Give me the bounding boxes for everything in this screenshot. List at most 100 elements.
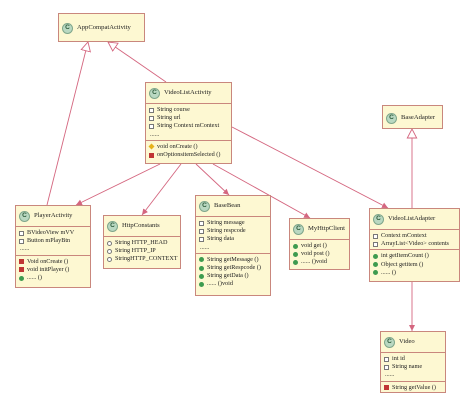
class-header: C BaseBean [196, 196, 270, 216]
private-method-icon [384, 385, 389, 391]
class-member: String name [384, 363, 442, 371]
field-icon [384, 356, 389, 362]
class-member: int id [384, 355, 442, 363]
class-compartment-methods: Void onCreate ()void initPlayer ()......… [16, 254, 90, 284]
class-header: C BaseAdapter [383, 106, 442, 130]
class-header: C MyHttpClient [290, 219, 349, 239]
member-text: String message [207, 218, 245, 226]
inheritance-edge-playeractivity-to-appcompat [46, 41, 91, 206]
class-icon: C [373, 213, 384, 225]
class-name: Video [399, 337, 415, 345]
class-member: BVideoView mVV [19, 229, 87, 237]
class-appcompatactivity[interactable]: C AppCompatActivity [58, 13, 145, 42]
class-member: ...... () [373, 269, 456, 277]
class-compartment: void get ()void post ()...... ()void [290, 239, 349, 268]
class-header: C Video [381, 332, 445, 352]
class-name: BaseAdapter [401, 113, 436, 121]
member-text: ...... [385, 371, 395, 379]
class-member: ...... [19, 245, 87, 253]
class-member: ...... [149, 131, 228, 139]
class-myhttpclient[interactable]: C MyHttpClient void get ()void post ()....… [289, 218, 350, 270]
class-icon: C [293, 223, 304, 235]
class-compartment-methods: String getMessage ()String getRespcode (… [196, 252, 270, 290]
association-edge-videolistactivity-to-myhttpclient [212, 163, 311, 219]
class-member: ...... ()void [293, 258, 346, 266]
member-text: String url [157, 114, 181, 122]
class-icon: C [386, 112, 397, 124]
member-text: Context mContext [381, 231, 427, 239]
class-compartment-methods: String getValue () [381, 380, 445, 393]
class-member: void initPlayer () [19, 266, 87, 274]
class-icon: C [19, 210, 30, 222]
member-text: String HTTP_IP [115, 247, 156, 255]
member-text: String getRespcode () [207, 263, 261, 271]
member-text: ...... () [27, 273, 42, 281]
field-icon [199, 228, 204, 234]
member-text: String HTTP_HEAD [115, 238, 168, 246]
member-text: StringHTTP_CONTEXT [115, 255, 178, 263]
public-method-icon [373, 262, 378, 268]
public-method-icon [199, 265, 204, 271]
member-text: ...... ()void [207, 280, 233, 288]
class-member: void post () [293, 250, 346, 258]
public-method-icon [293, 251, 298, 257]
class-baseadapter[interactable]: C BaseAdapter [382, 105, 443, 129]
member-text: Void onCreate () [27, 257, 69, 265]
class-name: BaseBean [214, 201, 241, 209]
member-text: String name [392, 363, 423, 371]
public-method-icon [199, 281, 204, 287]
class-header: C AppCompatActivity [59, 14, 144, 43]
member-text: ArrayList<Video> contents [381, 240, 449, 248]
member-text: Button mPlayBtn [27, 237, 71, 245]
protected-method-icon [148, 143, 155, 150]
class-member: String data [199, 235, 267, 243]
member-text: ...... [200, 243, 210, 251]
class-member: Void onCreate () [19, 258, 87, 266]
class-name: MyHttpClient [308, 224, 345, 232]
private-method-icon [19, 259, 24, 265]
class-name: VideoListActivity [164, 88, 212, 96]
class-member: String respcode [199, 227, 267, 235]
class-icon: C [62, 23, 73, 34]
member-text: String getData () [207, 272, 249, 280]
package-field-icon [107, 256, 112, 262]
class-member: String HTTP_HEAD [107, 239, 177, 247]
class-member: onOptionsitemSelected () [149, 151, 228, 159]
class-member: String course [149, 106, 228, 114]
class-member: String HTTP_IP [107, 247, 177, 255]
class-member: Object getitem () [373, 261, 456, 269]
field-icon [19, 230, 24, 236]
class-icon: C [199, 200, 210, 212]
class-name: HttpConstants [122, 221, 160, 229]
class-member: String getMessage () [199, 256, 267, 264]
member-text: ...... [20, 245, 30, 253]
member-text: BVideoView mVV [27, 228, 75, 236]
member-text: ...... () [381, 268, 396, 276]
class-member: int getItemCount () [373, 252, 456, 260]
class-member: String message [199, 219, 267, 227]
private-method-icon [19, 267, 24, 273]
class-icon: C [384, 336, 395, 348]
public-method-icon [373, 253, 378, 259]
member-text: String respcode [207, 227, 246, 235]
class-name: AppCompatActivity [77, 24, 131, 32]
public-method-icon [199, 273, 204, 279]
association-edge-videolistactivity-to-httpconstants [141, 163, 182, 216]
association-edge-videolistactivity-to-playeractivity [75, 163, 161, 206]
member-text: void initPlayer () [27, 265, 70, 273]
class-member: String getData () [199, 272, 267, 280]
field-icon [149, 107, 154, 113]
